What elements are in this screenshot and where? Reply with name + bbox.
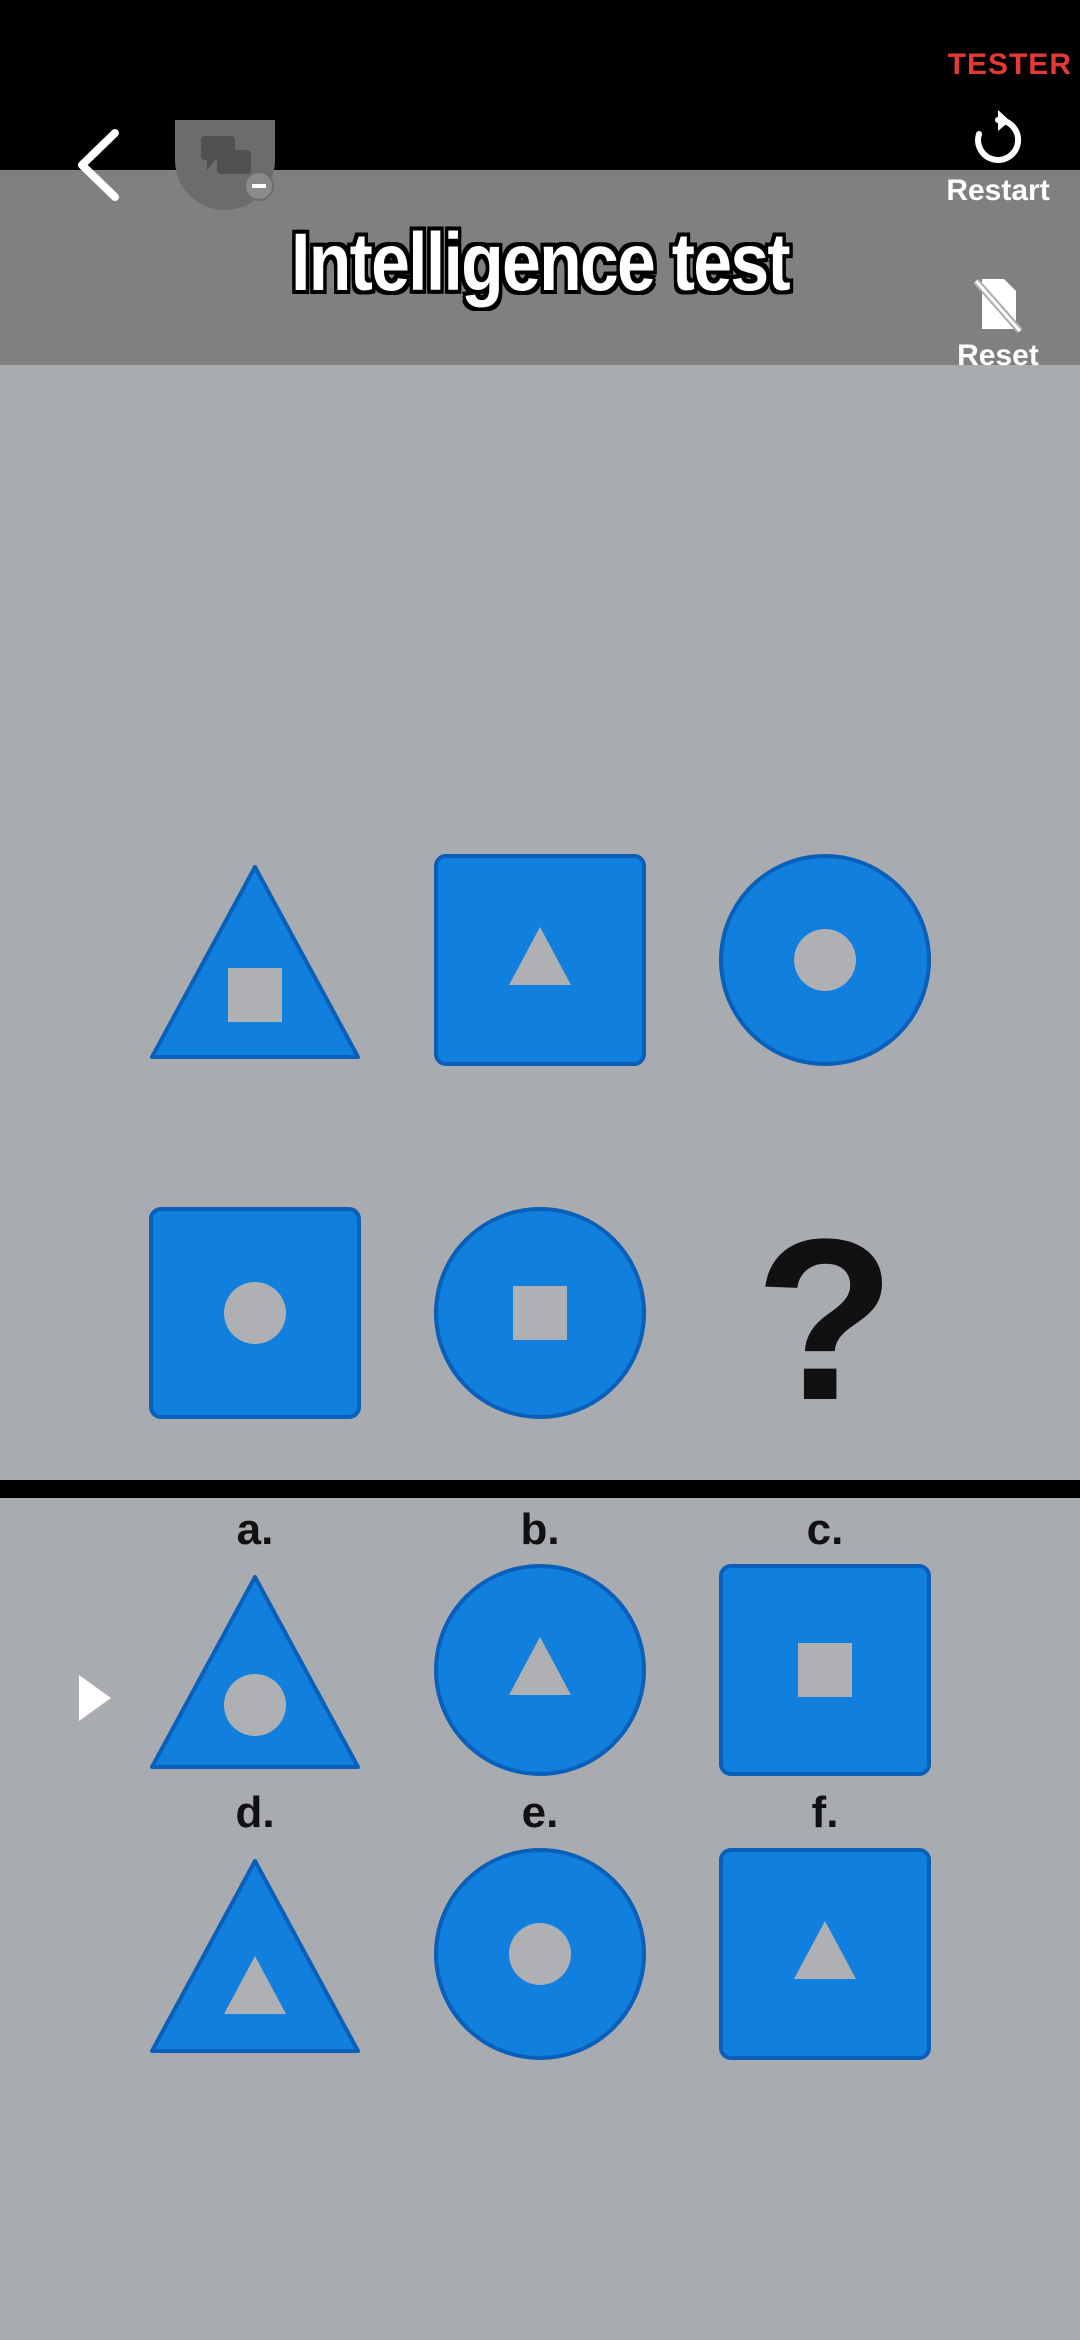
inner-square [513, 1286, 567, 1340]
status-bar: TESTER [0, 0, 1080, 170]
inner-circle [224, 1674, 286, 1736]
page-title: Intelligence test [291, 217, 791, 308]
inner-circle [509, 1923, 571, 1985]
outer-triangle [150, 865, 360, 1059]
puzzle-square-with-triangle [433, 853, 647, 1067]
option-e-label: e. [521, 1788, 559, 1837]
shape-graphic [719, 1564, 931, 1776]
option-b-label: b. [520, 1505, 560, 1554]
inner-square [228, 968, 282, 1022]
divider [0, 1480, 1080, 1498]
shape-graphic [149, 1207, 361, 1419]
option-e[interactable] [433, 1847, 647, 2061]
play-icon [79, 1675, 111, 1721]
reset-button[interactable]: Reset [938, 275, 1058, 373]
option-f[interactable] [718, 1847, 932, 2061]
puzzle-circle-with-circle [718, 853, 932, 1067]
puzzle-square-with-circle [148, 1206, 362, 1420]
shape-graphic [150, 1575, 360, 1769]
restart-label: Restart [946, 174, 1050, 207]
inner-triangle [794, 1921, 856, 1979]
inner-square [798, 1643, 852, 1697]
missing-piece-question-mark: ? [754, 1191, 896, 1448]
inner-circle [794, 929, 856, 991]
shape-graphic [150, 1859, 360, 2053]
restart-button[interactable]: Restart [938, 110, 1058, 208]
puzzle-circle-with-square [433, 1206, 647, 1420]
shape-graphic [434, 854, 646, 1066]
shape-graphic [434, 1848, 646, 2060]
option-d-label: d. [235, 1788, 275, 1837]
shape-graphic [719, 854, 931, 1066]
inner-triangle [224, 1956, 286, 2014]
document-off-icon [973, 278, 1023, 334]
chat-bubbles-minus-icon [201, 136, 274, 201]
shape-graphic [434, 1564, 646, 1776]
inner-triangle [509, 927, 571, 985]
header-bar [0, 170, 1080, 365]
shape-graphic [434, 1207, 646, 1419]
tester-badge: TESTER [947, 48, 1072, 81]
shape-graphic [150, 865, 360, 1059]
option-c[interactable] [718, 1563, 932, 1777]
option-c-label: c. [806, 1505, 844, 1554]
shape-graphic [719, 1848, 931, 2060]
chat-toggle-button[interactable] [175, 120, 285, 210]
back-button[interactable] [55, 120, 145, 210]
restart-icon [975, 110, 1022, 163]
chevron-left-icon [78, 129, 119, 201]
reset-label: Reset [957, 339, 1039, 372]
outer-triangle [150, 1575, 360, 1769]
option-f-label: f. [811, 1788, 839, 1837]
inner-circle [224, 1282, 286, 1344]
option-a[interactable] [148, 1563, 362, 1777]
option-a-label: a. [236, 1505, 274, 1554]
option-b[interactable] [433, 1563, 647, 1777]
puzzle-triangle-with-square [148, 853, 362, 1067]
option-d[interactable] [148, 1847, 362, 2061]
inner-triangle [509, 1637, 571, 1695]
